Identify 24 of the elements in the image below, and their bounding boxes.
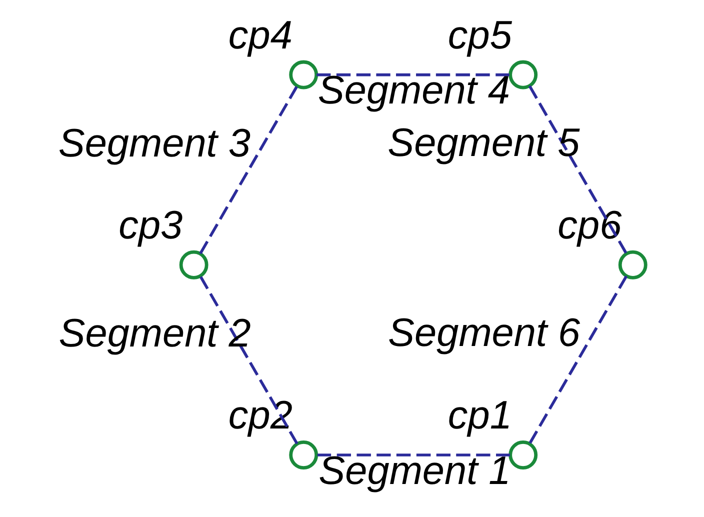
node-label: cp2 [228, 394, 292, 438]
edge-label: Segment 3 [58, 122, 250, 166]
connector [528, 85, 628, 254]
node-circle [618, 250, 648, 280]
connector [316, 73, 510, 76]
edge-label: Segment 6 [388, 310, 580, 355]
edge-label: Segment 5 [388, 120, 580, 165]
edge-label: Segment 2 [58, 312, 251, 356]
node-circle [508, 60, 538, 90]
node-label: cp3 [118, 203, 183, 248]
connector [200, 276, 298, 444]
node-label: cp5 [448, 13, 512, 58]
node-label: cp4 [228, 13, 292, 58]
node-circle [289, 60, 318, 90]
edge-label: Segment 1 [318, 448, 511, 493]
node-label: cp6 [558, 203, 622, 248]
node-circle [179, 250, 208, 280]
node-label: cp1 [448, 394, 512, 438]
connector [528, 275, 628, 444]
node-circle [289, 440, 318, 470]
node-circle [508, 440, 538, 470]
connector [199, 86, 298, 254]
edge-label: Segment 4 [318, 68, 510, 113]
connector [317, 454, 510, 456]
